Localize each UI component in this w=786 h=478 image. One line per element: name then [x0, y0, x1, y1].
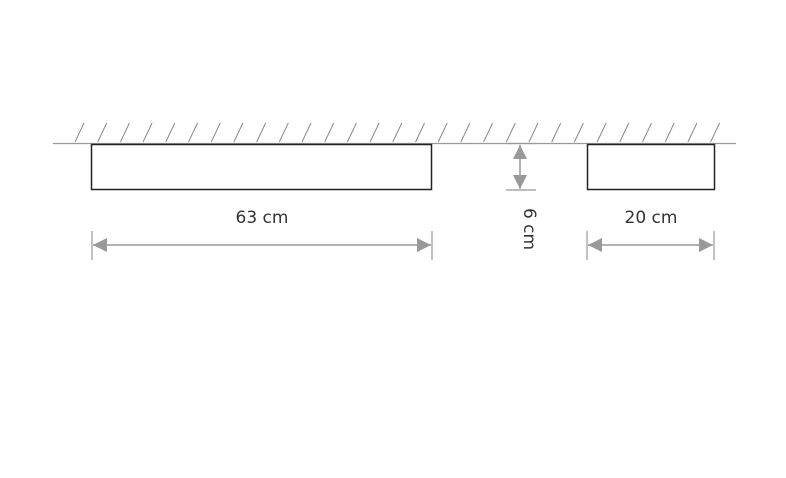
- hatch-line: [573, 122, 584, 143]
- hatch-line: [324, 122, 335, 143]
- hatch-line: [233, 122, 244, 143]
- hatch-line: [687, 122, 698, 143]
- hatch-line: [210, 122, 221, 143]
- hatch-line: [301, 122, 312, 143]
- height-label: 6 cm: [519, 208, 539, 250]
- hatch-line: [346, 122, 357, 143]
- hatch-line: [642, 122, 652, 143]
- hatch-line: [596, 122, 607, 143]
- hatch-line: [551, 122, 562, 143]
- hatch-line: [278, 122, 289, 143]
- hatch-line: [392, 122, 403, 143]
- hatch-line: [165, 122, 176, 143]
- hatch-line: [664, 122, 675, 143]
- width-label: 20 cm: [625, 208, 678, 228]
- width-dimension: [586, 231, 715, 260]
- hatch-line: [74, 122, 85, 143]
- hatch-line: [188, 122, 198, 143]
- hatch-line: [437, 122, 448, 143]
- ceiling-hatching: [74, 122, 721, 143]
- hatch-line: [142, 122, 153, 143]
- hatch-line: [369, 122, 380, 143]
- hatch-line: [119, 122, 130, 143]
- hatch-line: [415, 122, 425, 143]
- hatch-line: [528, 122, 539, 143]
- height-dimension: [506, 142, 536, 191]
- length-label: 63 cm: [236, 208, 289, 228]
- hatch-line: [505, 122, 516, 143]
- hatch-line: [256, 122, 267, 143]
- length-dimension: [91, 231, 433, 260]
- hatch-line: [619, 122, 630, 143]
- hatch-line: [483, 122, 494, 143]
- hatch-line: [460, 122, 471, 143]
- lamp-side-view: [586, 143, 716, 191]
- lamp-front-view: [90, 143, 433, 191]
- hatch-line: [97, 122, 108, 143]
- hatch-line: [710, 122, 721, 143]
